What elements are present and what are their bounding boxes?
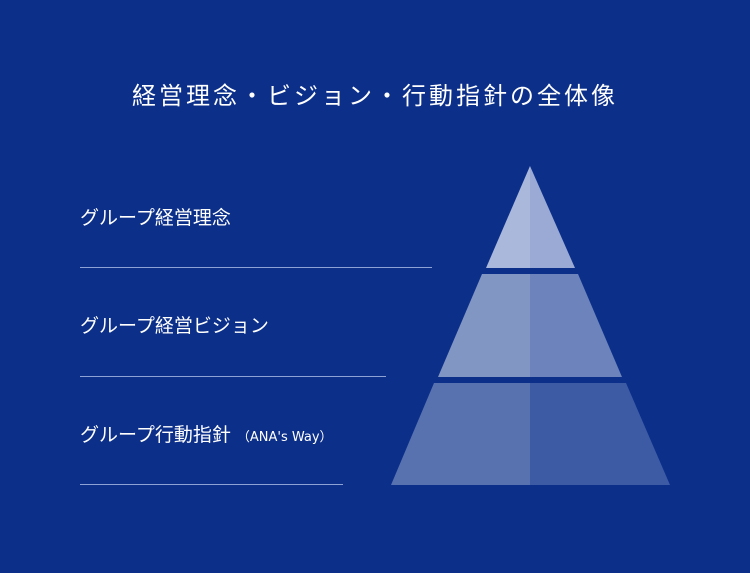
divider-line [80,376,386,377]
divider-line [80,267,432,268]
tier2-right [530,274,622,377]
tier-label-philosophy: グループ経営理念 [80,203,231,230]
tier3-right [530,383,670,485]
diagram-title: 経営理念・ビジョン・行動指針の全体像 [132,82,618,110]
tier-label-text: グループ行動指針 [80,424,231,446]
tier3-left [391,383,530,485]
tier1-right [530,166,575,268]
tier2-left [438,274,530,377]
tier-label-vision: グループ経営ビジョン [80,311,269,338]
tier-label-sub: （ANA's Way） [236,430,333,445]
tier-label-text: グループ経営ビジョン [80,315,269,337]
tier-label-code-of-conduct: グループ行動指針 （ANA's Way） [80,420,333,447]
tier-label-text: グループ経営理念 [80,207,231,229]
divider-line [80,484,343,485]
tier1-left [486,166,530,268]
